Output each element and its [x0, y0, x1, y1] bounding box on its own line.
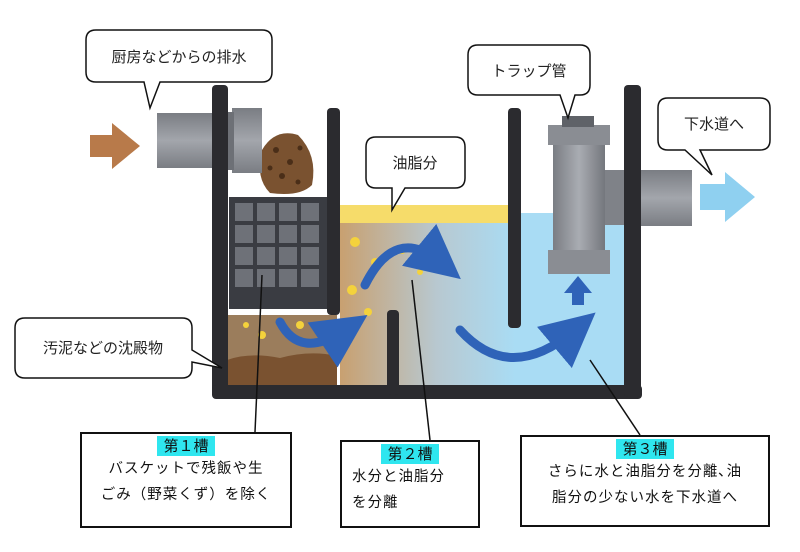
bubble-oil: 油脂分 [365, 136, 466, 213]
bubble-kitchen-drain: 厨房などからの排水 [85, 29, 273, 111]
outlet-arrow [700, 172, 755, 222]
tank2-label-box: 第２槽 水分と油脂分 を分離 [340, 440, 480, 528]
tank1-label-box: 第１槽 バスケットで残飯や生 ごみ（野菜くず）を除く [80, 432, 292, 528]
tank3-line2: 脂分の少ない水を下水道へ [552, 490, 738, 506]
basket-divider [327, 108, 340, 315]
trap-pipe-label: トラップ管 [491, 62, 566, 80]
kitchen-drain-label: 厨房などからの排水 [111, 48, 246, 66]
food-waste-dots [267, 145, 303, 185]
sludge-label: 汚泥などの沈殿物 [43, 339, 163, 357]
tank2-line1: 水分と油脂分 [352, 469, 445, 485]
tank3-line1: さらに水と油脂分を分離､油 [547, 464, 743, 480]
tank1-line2: ごみ（野菜くず）を除く [100, 487, 272, 503]
bubble-sewer: 下水道へ [657, 97, 771, 176]
chamber2-mixture [340, 218, 515, 393]
tank2-line2: を分離 [352, 495, 399, 511]
divider-3 [508, 108, 521, 328]
trap-pipe [553, 140, 605, 270]
tank1-line1: バスケットで残飯や生 [108, 461, 264, 477]
up-arrow [564, 276, 592, 305]
tank3-label-box: 第３槽 さらに水と油脂分を分離､油 脂分の少ない水を下水道へ [520, 435, 770, 527]
inlet-pipe [157, 113, 217, 168]
food-waste [259, 133, 314, 194]
tank-walls [212, 85, 642, 399]
bubble-sludge: 汚泥などの沈殿物 [14, 317, 223, 379]
divider-2 [387, 310, 399, 395]
flow-arrows [275, 223, 596, 369]
tank1-title: 第１槽 [157, 436, 215, 456]
leader-lines [254, 274, 641, 441]
basket [229, 197, 329, 309]
sewer-label: 下水道へ [684, 115, 744, 133]
tank2-title: 第２槽 [381, 444, 439, 464]
inlet-arrow [90, 123, 140, 169]
outlet-pipe [605, 170, 625, 225]
tank3-title: 第３槽 [616, 439, 674, 459]
inlet-pipe-flange [232, 108, 262, 173]
oil-label: 油脂分 [392, 154, 437, 172]
oil-layer [340, 205, 515, 223]
bubble-trap-pipe: トラップ管 [467, 44, 591, 121]
outlet-pipe-ext [640, 170, 692, 226]
